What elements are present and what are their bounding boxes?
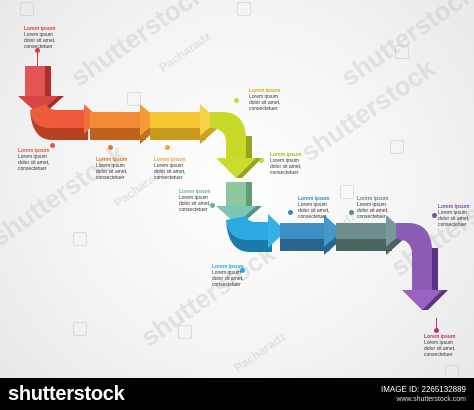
step-label-title: Lorem ipsum: [438, 204, 470, 210]
step-label-line: dolor sit amet,: [424, 346, 456, 352]
step-label: Lorem ipsum Lorem ipsum dolor sit amet, …: [24, 26, 55, 50]
pin-line: [436, 318, 437, 330]
pin-line: [37, 52, 38, 66]
step-label-line: dolor sit amet,: [438, 216, 470, 222]
step-label-line: Lorem ipsum: [438, 210, 467, 216]
arrow-segment-1: [18, 66, 64, 114]
step-label: Lorem ipsum Lorem ipsum dolor sit amet, …: [270, 152, 301, 176]
watermark-square-icon: [178, 325, 192, 339]
pin-marker: [108, 145, 113, 150]
pin-marker: [432, 213, 437, 218]
step-label-line: Lorem ipsum: [96, 163, 125, 169]
step-label-title: Lorem ipsum: [298, 196, 330, 202]
step-label: Lorem ipsum Lorem ipsum dolor sit amet, …: [212, 264, 243, 288]
pin-marker: [240, 268, 245, 273]
image-id: IMAGE ID: 2265132889: [381, 385, 466, 394]
pin-marker: [234, 98, 239, 103]
step-label: Lorem ipsum Lorem ipsum dolor sit amet, …: [298, 196, 329, 220]
step-label-title: Lorem ipsum: [212, 264, 244, 270]
watermark-square-icon: [237, 2, 251, 16]
arrow-segment-8: [280, 215, 342, 255]
watermark-square-icon: [340, 185, 354, 199]
step-label-line: dolor sit amet,: [249, 100, 281, 106]
step-label-title: Lorem ipsum: [424, 334, 456, 340]
step-label: Lorem ipsum Lorem ipsum dolor sit amet, …: [249, 88, 280, 112]
step-label-title: Lorem ipsum: [249, 88, 281, 94]
arrow-segment-4: [150, 104, 218, 144]
step-label-line: consectetuer: [424, 352, 453, 358]
step-label-line: Lorem ipsum: [179, 195, 208, 201]
step-label: Lorem ipsum Lorem ipsum dolor sit amet, …: [18, 148, 49, 172]
step-label-line: consectetuer: [438, 222, 467, 228]
step-label-line: consectetuer: [212, 282, 241, 288]
step-label-line: dolor sit amet,: [270, 164, 302, 170]
step-label-line: dolor sit amet,: [179, 201, 211, 207]
step-label-title: Lorem ipsum: [154, 157, 186, 163]
step-label: Lorem ipsum Lorem ipsum dolor sit amet, …: [357, 196, 388, 220]
step-label-line: dolor sit amet,: [18, 160, 50, 166]
step-label-line: consectetuer: [24, 44, 53, 50]
step-label-line: dolor sit amet,: [357, 208, 389, 214]
site-url[interactable]: www.shutterstock.com: [396, 396, 466, 403]
pin-marker: [259, 158, 264, 163]
arrow-segment-9: [336, 215, 404, 255]
arrow-path: [18, 66, 448, 310]
step-label-line: consectetuer: [298, 214, 327, 220]
pin-marker: [434, 328, 439, 333]
step-label-title: Lorem ipsum: [357, 196, 389, 202]
step-label-line: consectetuer: [357, 214, 386, 220]
arrow-segment-2: [30, 104, 100, 140]
step-label-line: Lorem ipsum: [24, 32, 53, 38]
step-label: Lorem ipsum Lorem ipsum dolor sit amet, …: [154, 157, 185, 181]
arrow-segment-7: [226, 214, 286, 252]
step-label-line: Lorem ipsum: [357, 202, 386, 208]
step-label-line: consectetuer: [18, 166, 47, 172]
step-label-line: consectetuer: [270, 170, 299, 176]
diagram-canvas: shutterstock shutterstock shutterstock s…: [0, 0, 474, 379]
step-label-line: Lorem ipsum: [270, 158, 299, 164]
step-label-line: consectetuer: [154, 175, 183, 181]
step-label-line: Lorem ipsum: [249, 94, 278, 100]
step-label: Lorem ipsum Lorem ipsum dolor sit amet, …: [424, 334, 455, 358]
pin-marker: [349, 210, 354, 215]
watermark-square-icon: [73, 232, 87, 246]
step-label-line: consectetuer: [179, 207, 208, 213]
step-label-line: Lorem ipsum: [154, 163, 183, 169]
pin-marker: [50, 143, 55, 148]
arrow-segment-3: [90, 104, 158, 144]
watermark-square-icon: [127, 92, 141, 106]
step-label-line: dolor sit amet,: [298, 208, 330, 214]
watermark-square-icon: [73, 322, 87, 336]
step-label-title: Lorem ipsum: [18, 148, 50, 154]
step-label-line: dolor sit amet,: [24, 38, 56, 44]
step-label: Lorem ipsum Lorem ipsum dolor sit amet, …: [96, 157, 127, 181]
watermark-square-icon: [395, 45, 409, 59]
watermark-square-icon: [390, 140, 404, 154]
step-label-title: Lorem ipsum: [270, 152, 302, 158]
pin-marker: [35, 48, 40, 53]
step-label: Lorem ipsum Lorem ipsum dolor sit amet, …: [438, 204, 469, 228]
footer-bar: shutterstock IMAGE ID: 2265132889 www.sh…: [0, 378, 474, 410]
step-label-title: Lorem ipsum: [24, 26, 56, 32]
arrow-segment-10: [396, 223, 448, 310]
step-label: Lorem ipsum Lorem ipsum dolor sit amet, …: [179, 189, 210, 213]
step-label-line: dolor sit amet,: [96, 169, 128, 175]
step-label-line: Lorem ipsum: [212, 270, 241, 276]
step-label-line: Lorem ipsum: [18, 154, 47, 160]
step-label-line: dolor sit amet,: [212, 276, 244, 282]
brand-logo[interactable]: shutterstock: [8, 383, 125, 405]
pin-marker: [210, 203, 215, 208]
step-label-line: consectetuer: [249, 106, 278, 112]
pin-marker: [288, 210, 293, 215]
arrow-segment-6: [216, 182, 262, 224]
step-label-line: consectetuer: [96, 175, 125, 181]
step-label-title: Lorem ipsum: [96, 157, 128, 163]
arrow-segment-5: [210, 112, 262, 178]
watermark-square-icon: [20, 2, 34, 16]
step-label-line: Lorem ipsum: [298, 202, 327, 208]
step-label-title: Lorem ipsum: [179, 189, 211, 195]
pin-marker: [165, 145, 170, 150]
step-label-line: dolor sit amet,: [154, 169, 186, 175]
step-label-line: Lorem ipsum: [424, 340, 453, 346]
